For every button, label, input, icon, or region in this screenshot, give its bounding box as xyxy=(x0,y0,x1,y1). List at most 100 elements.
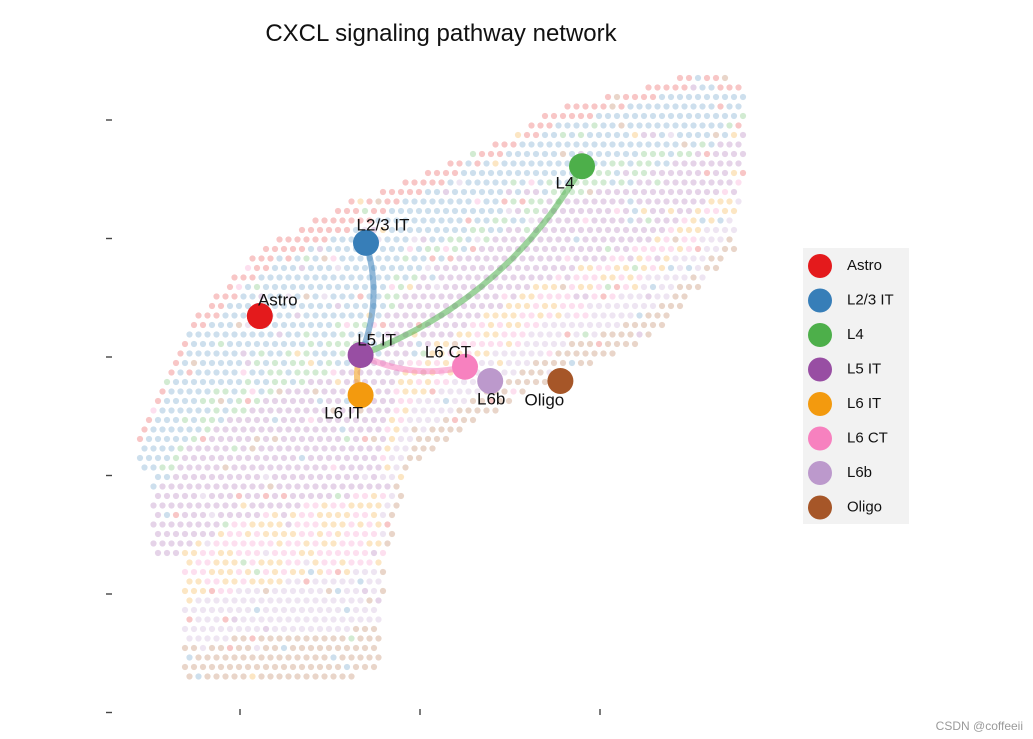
spot xyxy=(528,198,535,205)
spot xyxy=(667,169,675,177)
spot xyxy=(361,625,369,633)
spot xyxy=(307,245,315,253)
spot xyxy=(379,416,387,424)
spot xyxy=(231,331,238,338)
spot xyxy=(181,416,189,424)
spot xyxy=(240,274,247,281)
spot xyxy=(280,644,288,652)
spot xyxy=(361,492,369,500)
spot xyxy=(253,454,261,462)
spot xyxy=(253,378,261,386)
spot xyxy=(298,245,306,253)
node-label-l6-it: L6 IT xyxy=(324,404,363,423)
spot xyxy=(676,112,684,120)
spot xyxy=(312,464,319,471)
spot xyxy=(334,321,342,329)
spot xyxy=(501,255,508,262)
spot xyxy=(388,435,396,443)
spot xyxy=(496,207,504,215)
spot xyxy=(208,625,216,633)
spot xyxy=(330,464,337,471)
spot xyxy=(298,264,306,272)
spot xyxy=(600,236,607,243)
spot xyxy=(303,502,310,509)
spot xyxy=(739,131,747,139)
spot xyxy=(339,445,346,452)
spot xyxy=(352,226,360,234)
spot xyxy=(528,179,535,186)
spot xyxy=(159,483,166,490)
spot xyxy=(690,160,697,167)
spot xyxy=(375,654,382,661)
spot xyxy=(681,103,688,110)
spot xyxy=(712,264,720,272)
spot xyxy=(154,416,162,424)
spot xyxy=(649,188,657,196)
spot xyxy=(253,416,261,424)
spot xyxy=(235,625,243,633)
spot xyxy=(280,587,288,595)
spot xyxy=(595,207,603,215)
spot xyxy=(303,426,310,433)
spot xyxy=(730,226,738,234)
spot xyxy=(681,255,688,262)
spot xyxy=(366,483,373,490)
spot xyxy=(280,397,288,405)
spot xyxy=(649,245,657,253)
spot xyxy=(541,359,549,367)
spot xyxy=(312,350,319,357)
spot xyxy=(577,359,585,367)
spot xyxy=(510,179,517,186)
spot xyxy=(537,369,544,376)
spot xyxy=(424,169,432,177)
spot xyxy=(451,378,459,386)
spot xyxy=(496,226,504,234)
spot xyxy=(289,245,297,253)
spot xyxy=(424,302,432,310)
spot xyxy=(591,198,598,205)
spot xyxy=(190,321,198,329)
spot xyxy=(631,302,639,310)
spot xyxy=(334,530,342,538)
spot xyxy=(375,293,382,300)
spot xyxy=(370,435,378,443)
spot xyxy=(181,340,189,348)
spot xyxy=(316,416,324,424)
spot xyxy=(645,331,652,338)
spot xyxy=(280,606,288,614)
spot xyxy=(735,198,742,205)
spot xyxy=(222,350,229,357)
spot xyxy=(375,559,382,566)
spot xyxy=(330,540,337,547)
spot xyxy=(496,150,504,158)
spot xyxy=(321,350,328,357)
spot xyxy=(262,397,270,405)
spot xyxy=(343,283,351,291)
spot xyxy=(393,483,400,490)
spot xyxy=(429,179,436,186)
spot xyxy=(636,103,643,110)
spot xyxy=(172,378,180,386)
spot xyxy=(456,426,463,433)
spot xyxy=(550,340,558,348)
spot xyxy=(555,122,562,129)
spot xyxy=(357,597,364,604)
spot xyxy=(573,236,580,243)
spot xyxy=(460,245,468,253)
spot xyxy=(730,169,738,177)
spot xyxy=(645,103,652,110)
spot xyxy=(231,293,238,300)
spot xyxy=(681,198,688,205)
spot xyxy=(204,464,211,471)
spot xyxy=(411,293,418,300)
spot xyxy=(654,198,661,205)
spot xyxy=(213,483,220,490)
spot xyxy=(276,483,283,490)
spot xyxy=(397,302,405,310)
spot xyxy=(271,663,279,671)
spot xyxy=(469,321,477,329)
spot xyxy=(541,169,549,177)
spot xyxy=(519,312,526,319)
spot xyxy=(442,283,450,291)
spot xyxy=(375,388,382,395)
